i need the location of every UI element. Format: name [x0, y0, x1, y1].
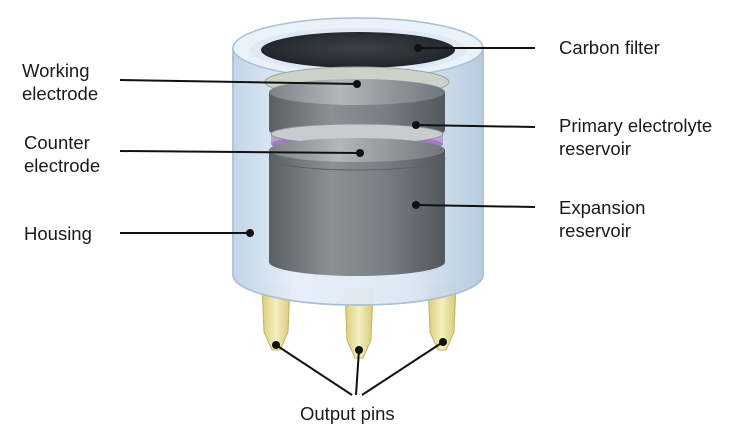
label-working-electrode-line2: electrode — [22, 83, 99, 104]
leader-primary-reservoir — [415, 124, 536, 128]
label-expansion-reservoir: Expansion reservoir — [559, 196, 645, 242]
label-working-electrode: Working electrode — [22, 59, 98, 105]
label-carbon-filter-text: Carbon filter — [559, 37, 660, 58]
leader-output-pin-left — [275, 344, 353, 396]
dot-counter-electrode — [356, 149, 364, 157]
label-counter-electrode: Counter electrode — [24, 131, 100, 177]
leader-output-pin-middle — [355, 349, 360, 396]
dot-working-electrode — [353, 80, 361, 88]
carbon-filter-disc — [261, 32, 455, 68]
label-counter-electrode-line1: Counter — [24, 132, 90, 153]
label-primary-electrolyte-reservoir: Primary electrolyte reservoir — [559, 114, 712, 160]
leader-output-pin-right — [361, 341, 444, 396]
dot-expansion-reservoir — [412, 201, 420, 209]
leader-expansion-reservoir — [415, 204, 536, 208]
label-primary-reservoir-line2: reservoir — [559, 138, 631, 159]
dot-housing — [246, 229, 254, 237]
expansion-reservoir-cylinder — [268, 138, 446, 276]
dot-output-pin-right — [439, 338, 447, 346]
dot-output-pin-middle — [355, 346, 363, 354]
label-counter-electrode-line2: electrode — [24, 155, 101, 176]
dot-output-pin-left — [272, 341, 280, 349]
leader-working-electrode — [119, 79, 358, 85]
leader-dots — [246, 44, 447, 354]
label-output-pins: Output pins — [300, 402, 395, 425]
label-carbon-filter: Carbon filter — [559, 36, 660, 59]
label-expansion-reservoir-line2: reservoir — [559, 220, 631, 241]
dot-primary-reservoir — [412, 121, 420, 129]
leader-lines — [119, 47, 536, 396]
label-working-electrode-line1: Working — [22, 60, 90, 81]
label-primary-reservoir-line1: Primary electrolyte — [559, 115, 713, 136]
dot-carbon-filter — [414, 44, 422, 52]
label-expansion-reservoir-line1: Expansion — [559, 197, 646, 218]
label-output-pins-text: Output pins — [300, 403, 395, 424]
label-housing: Housing — [24, 222, 92, 245]
leader-counter-electrode — [119, 150, 361, 154]
label-housing-text: Housing — [24, 223, 92, 244]
